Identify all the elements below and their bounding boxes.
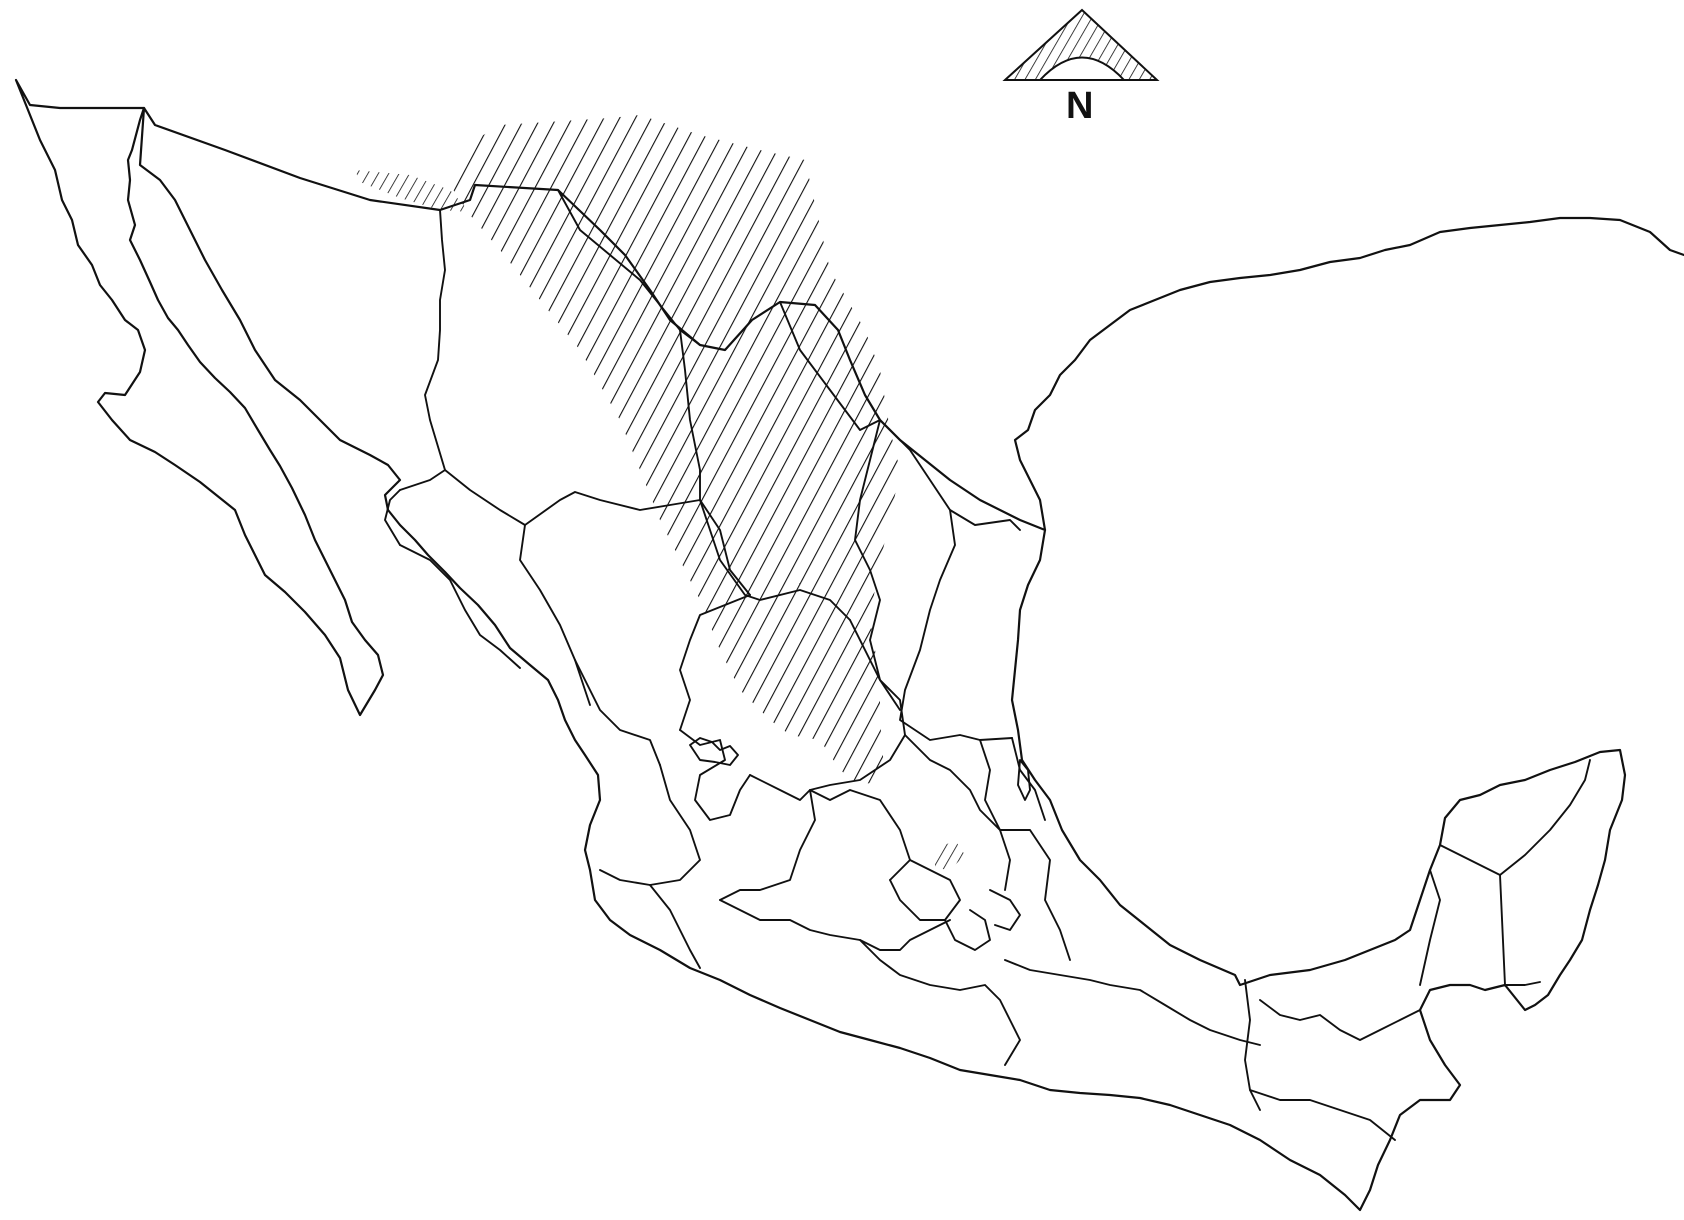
border-sonora-sinaloa [384,489,401,546]
border-tabasco [1259,999,1421,1041]
border-durango-zacatecas [519,524,591,706]
north-arrow-label: N [1066,85,1093,127]
border-veracruz-oaxaca [1244,979,1261,1111]
lake-chapala [689,737,739,766]
border-guanajuato-queretaro [809,789,911,881]
border-slp-east [809,619,906,791]
border-jalisco [599,764,701,886]
border-nayarit [574,659,661,766]
distribution-hatch-small-patch [935,840,965,870]
border-zacatecas-slp [679,594,751,731]
distribution-hatch-west-edge [355,170,470,212]
distribution-area [355,115,965,870]
country-outline [14,78,1684,1212]
border-tamaulipas-nl [899,509,1013,741]
border-morelos [944,909,991,951]
gulf-coast-north [1013,216,1684,532]
border-guerrero [859,939,1021,1066]
lagoon-tamiahua [1017,759,1031,801]
border-chiapas [1249,1089,1396,1141]
border-yucatan-qroo [1499,759,1591,876]
border-jalisco-guanajuato [719,774,816,901]
baja-california-outline [14,78,385,717]
inland-details [689,737,1031,801]
border-hidalgo-puebla [979,739,1071,961]
distribution-hatch-main [450,115,900,785]
border-qroo-south [1504,981,1541,986]
border-queretaro-hidalgo [904,734,1011,891]
border-campeche [1419,869,1441,986]
north-arrow: N [1002,8,1160,127]
border-colima [649,884,701,969]
border-veracruz-inner [1011,737,1046,821]
border-nuevo-leon [779,301,901,711]
border-chihuahua-durango [444,469,701,526]
border-coahuila-west [679,329,751,596]
border-tlaxcala [989,889,1021,931]
border-sinaloa-durango [399,544,521,669]
mainland-outline [138,106,1627,1212]
border-aguascalientes [679,729,751,821]
north-arrow-arch [1037,56,1127,81]
border-michoacan [719,899,951,951]
border-mexico-state [889,859,961,921]
border-durango-coahuila [699,499,851,621]
border-sonora-chihuahua [399,209,446,491]
border-puebla-oaxaca [1004,959,1261,1046]
border-yucatan-campeche [1439,844,1506,986]
state-borders [384,189,1591,1141]
